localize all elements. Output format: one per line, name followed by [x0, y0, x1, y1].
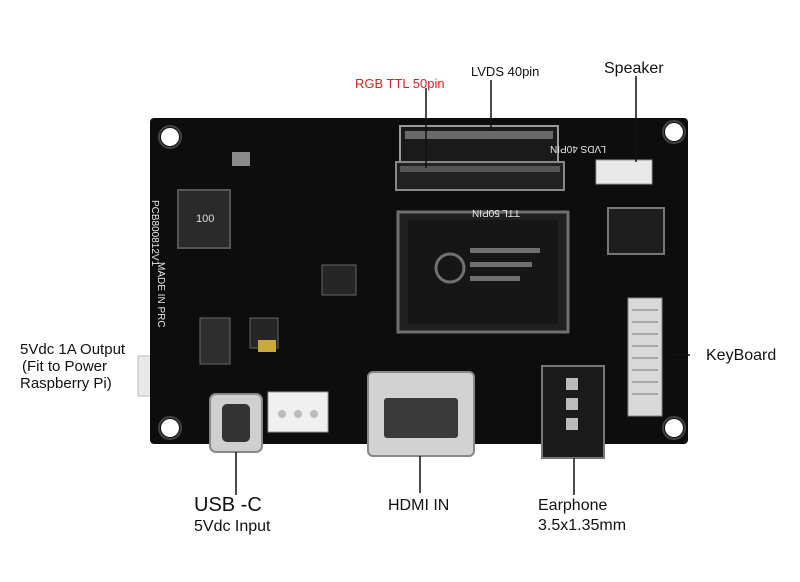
- mounting-holes: [158, 120, 686, 440]
- silk-made-in: MADE IN PRC: [155, 262, 166, 328]
- speaker-label: Speaker: [604, 60, 664, 77]
- regulator-chip: [321, 264, 357, 296]
- inductor: [177, 189, 231, 249]
- output-label-line1: 5Vdc 1A Output: [20, 341, 126, 358]
- usbc-sublabel: 5Vdc Input: [194, 518, 271, 535]
- output-label-line2: (Fit to Power: [22, 358, 108, 375]
- silk-inductor: 100: [196, 213, 214, 225]
- lvds-label: LVDS 40pin: [471, 64, 540, 79]
- output-label-line3: Raspberry Pi): [20, 375, 112, 392]
- keyboard-connector: [627, 297, 663, 417]
- earphone-sublabel: 3.5x1.35mm: [538, 517, 627, 534]
- rgb-ttl-label: RGB TTL 50pin: [355, 76, 445, 91]
- hdmi-label: HDMI IN: [388, 497, 450, 514]
- keyboard-label: KeyBoard: [706, 347, 777, 364]
- silk-board-id: PCB800812V1: [149, 200, 160, 267]
- silk-lvds: LVDS 40PIN: [550, 143, 606, 154]
- usbc-label: USB -C: [194, 494, 262, 516]
- leader-lines: [235, 76, 690, 495]
- silk-ttl: TTL 50PIN: [472, 207, 520, 218]
- earphone-label: Earphone: [538, 497, 608, 514]
- speaker-connector: [595, 159, 653, 185]
- eeprom-chip: [607, 207, 665, 255]
